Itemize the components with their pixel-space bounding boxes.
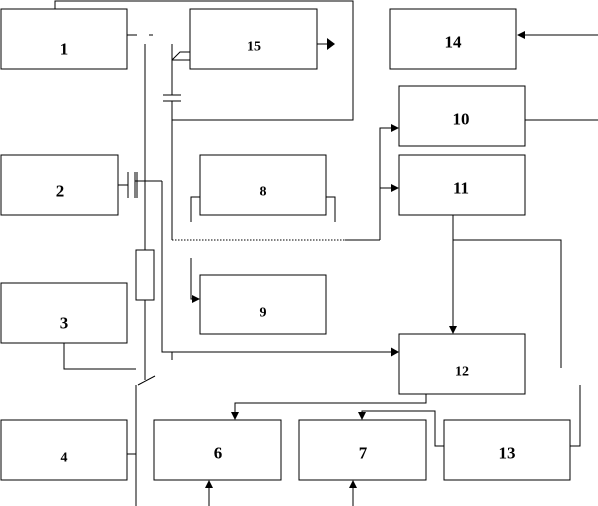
arrow-to-block11: [391, 184, 399, 192]
block-11: 11: [398, 154, 526, 216]
arrow-11-to-12: [449, 326, 457, 334]
block-2: 2: [0, 154, 119, 216]
block-3-label: 3: [60, 314, 69, 333]
block-15: 15: [189, 8, 318, 70]
block-11-label: 11: [453, 179, 469, 198]
arrow-to-block7: [358, 412, 366, 420]
wire-block8-right: [326, 196, 336, 222]
block-1-label: 1: [60, 40, 69, 59]
wire-branch-10-11: [379, 127, 392, 240]
block-12: 12: [398, 333, 526, 395]
resistor: [135, 249, 155, 301]
block-9: 9: [199, 274, 327, 335]
block-14-label: 14: [445, 33, 463, 52]
block-8: 8: [199, 154, 327, 216]
wire-into-15-upper: [171, 51, 190, 61]
wire-to-block9: [190, 258, 194, 300]
block-10: 10: [398, 85, 526, 147]
block-1: 1: [0, 8, 128, 70]
arrow-to-block9: [192, 295, 200, 303]
switch-blade: [137, 375, 156, 386]
wire-12-to-6: [234, 394, 427, 413]
block-15-label: 15: [247, 40, 261, 55]
wire-block8-left: [190, 196, 200, 222]
block-13: 13: [443, 419, 571, 481]
block-9-label: 9: [260, 306, 267, 321]
arrow-to-block10: [391, 124, 399, 132]
block-2-label: 2: [56, 182, 65, 201]
arrow-15-out: [327, 38, 335, 50]
wire-11-right: [453, 239, 562, 368]
block-14: 14: [389, 8, 517, 70]
block-10-label: 10: [453, 110, 470, 129]
arrow-to-block12: [391, 347, 399, 357]
block-4-label: 4: [61, 451, 68, 466]
block-6-label: 6: [214, 444, 223, 463]
wire-13-right: [570, 385, 581, 447]
arrow-6-in: [205, 480, 213, 488]
block-12-label: 12: [455, 365, 469, 380]
arrow-7-in: [349, 480, 357, 488]
wire-top-loop: [54, 0, 354, 121]
block-7-label: 7: [359, 444, 368, 463]
arrow-14-in: [517, 31, 525, 39]
wire-block3-out: [63, 343, 136, 370]
block-4: 4: [0, 419, 128, 481]
arrow-to-block6: [231, 412, 239, 420]
block-7: 7: [298, 419, 427, 481]
block-6: 6: [153, 419, 282, 481]
wire-to-block12: [161, 181, 392, 353]
block-13-label: 13: [499, 444, 516, 463]
block-8-label: 8: [260, 185, 267, 200]
block-3: 3: [0, 282, 128, 344]
